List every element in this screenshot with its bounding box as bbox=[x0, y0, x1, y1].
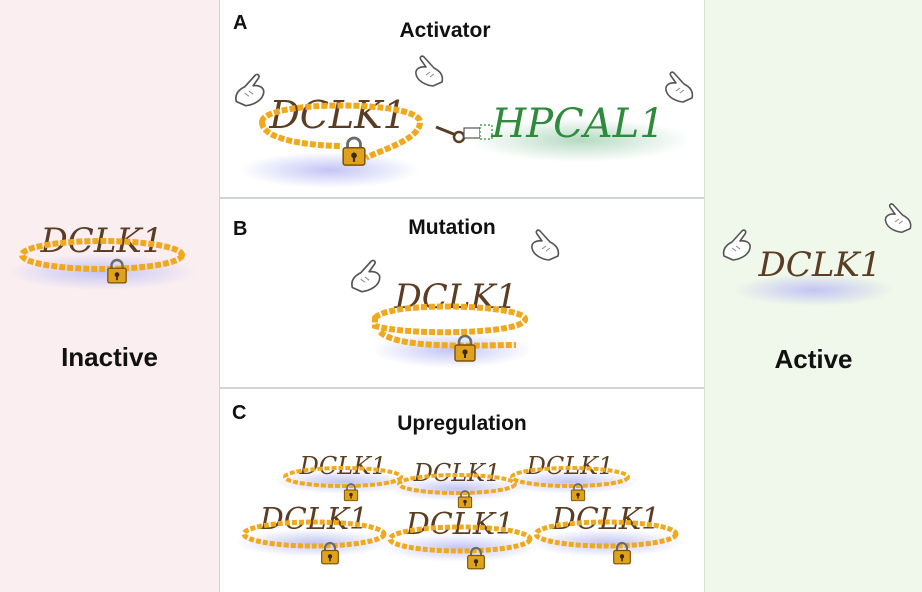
active-dclk1: DCLK1 bbox=[722, 203, 912, 306]
upregulation-dclk1-label: DCLK1 bbox=[551, 502, 660, 537]
section-b-letter: B bbox=[233, 218, 248, 240]
chain-icon bbox=[377, 329, 517, 349]
chain-icon bbox=[387, 524, 533, 554]
activator-dclk1-label: DCLK1 bbox=[268, 93, 406, 137]
inactive-panel: Inactive bbox=[0, 0, 220, 592]
upregulation-dclk1-label: DCLK1 bbox=[405, 507, 514, 542]
upregulation-dclk1-label: DCLK1 bbox=[413, 459, 501, 487]
mutation-scene: DCLK1 bbox=[351, 229, 560, 368]
inactive-label: Inactive bbox=[61, 342, 158, 372]
section-a-letter: A bbox=[233, 12, 248, 34]
gloved-hand-icon bbox=[884, 203, 912, 234]
gloved-hand-icon bbox=[531, 229, 560, 261]
padlock-icon bbox=[341, 136, 367, 167]
active-label: Active bbox=[774, 344, 853, 374]
upregulation-dclk1: DCLK1 bbox=[382, 507, 538, 570]
active-dclk1-label: DCLK1 bbox=[758, 245, 882, 285]
chain-icon bbox=[510, 466, 630, 488]
chain-icon bbox=[241, 519, 387, 549]
key-icon bbox=[435, 124, 493, 144]
section-divider-bc bbox=[220, 387, 704, 389]
upregulation-dclk1-label: DCLK1 bbox=[259, 502, 368, 537]
activator-scene: DCLK1 HPCAL1 bbox=[235, 55, 694, 188]
section-a-title: Activator bbox=[399, 19, 491, 42]
chain-icon bbox=[283, 466, 403, 488]
section-divider-ab bbox=[220, 197, 704, 199]
chain-icon bbox=[19, 238, 185, 272]
upregulation-scene: DCLK1 DCLK1 DCLK1 DCLK1 DCLK1 bbox=[236, 452, 684, 570]
inactive-dclk1: DCLK1 bbox=[7, 221, 197, 290]
chain-icon bbox=[533, 519, 679, 549]
shadow-blue bbox=[734, 274, 894, 306]
gloved-hand-icon bbox=[415, 55, 444, 87]
upregulation-dclk1: DCLK1 bbox=[236, 502, 392, 565]
chain-icon bbox=[259, 102, 424, 161]
shadow-blue bbox=[7, 254, 197, 290]
shadow-blue bbox=[240, 152, 420, 188]
section-c-letter: C bbox=[232, 402, 247, 424]
shadow-green bbox=[470, 118, 690, 162]
gloved-hand-icon bbox=[351, 259, 381, 293]
section-c-title: Upregulation bbox=[397, 412, 527, 435]
upregulation-dclk1-label: DCLK1 bbox=[526, 452, 614, 480]
gloved-hand-icon bbox=[665, 71, 694, 103]
upregulation-dclk1-label: DCLK1 bbox=[299, 452, 387, 480]
upregulation-dclk1: DCLK1 bbox=[500, 452, 640, 502]
upregulation-dclk1: DCLK1 bbox=[273, 452, 413, 502]
upregulation-dclk1: DCLK1 bbox=[387, 459, 527, 509]
upregulation-dclk1: DCLK1 bbox=[528, 502, 684, 565]
section-b-title: Mutation bbox=[408, 216, 496, 239]
gloved-hand-icon bbox=[235, 73, 265, 107]
activator-hpcal1-label: HPCAL1 bbox=[490, 101, 664, 147]
gloved-hand-icon bbox=[722, 229, 751, 261]
chain-icon bbox=[372, 303, 529, 336]
